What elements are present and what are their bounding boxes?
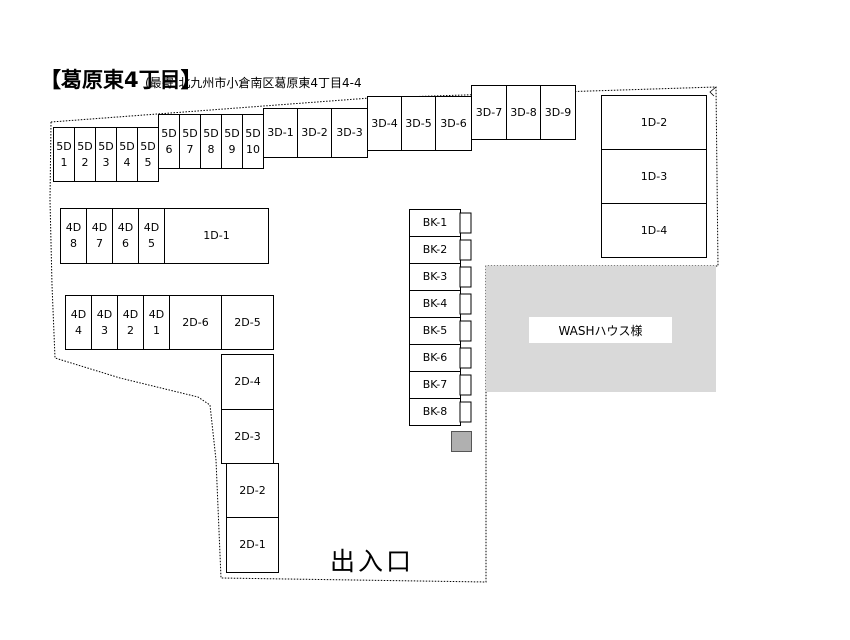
unit-3d-7[interactable]: 3D-7 xyxy=(471,85,507,140)
equipment-box xyxy=(451,431,472,452)
unit-1d-1[interactable]: 1D-1 xyxy=(164,208,269,264)
unit-label-line1: 5D xyxy=(98,139,114,153)
unit-label-line1: 4D xyxy=(148,307,165,321)
unit-label: 2D-6 xyxy=(182,315,209,329)
unit-3d-4[interactable]: 3D-4 xyxy=(367,96,402,151)
unit-label: 3D-1 xyxy=(267,126,294,139)
unit-label-line2: 8 xyxy=(70,237,77,250)
unit-label-line1: 4D xyxy=(143,221,160,234)
unit-label: BK-6 xyxy=(422,351,448,364)
unit-label: 2D-1 xyxy=(239,538,266,551)
unit-3d-9[interactable]: 3D-9 xyxy=(540,85,576,140)
unit-label: 1D-1 xyxy=(203,229,230,242)
unit-label-line2: 2 xyxy=(127,323,134,337)
page-title: 【葛原東4丁目】 xyxy=(40,68,202,92)
unit-bk-2[interactable]: BK-2 xyxy=(409,236,461,264)
unit-label-line2: 2 xyxy=(81,155,89,169)
unit-label: BK-2 xyxy=(422,243,448,256)
unit-label-line1: 5D xyxy=(245,126,261,140)
unit-label: BK-7 xyxy=(422,378,448,391)
unit-label-line2: 5 xyxy=(148,237,155,250)
unit-label: 3D-5 xyxy=(405,116,432,130)
unit-label-line1: 4D xyxy=(65,221,82,234)
unit-label: 3D-6 xyxy=(440,116,467,130)
unit-label-line2: 6 xyxy=(122,237,129,250)
unit-label-line1: 4D xyxy=(96,307,113,321)
unit-3d-2[interactable]: 3D-2 xyxy=(297,108,332,158)
unit-label-line1: 5D xyxy=(140,139,156,153)
unit-label-line1: 5D xyxy=(161,126,177,140)
unit-1d-4[interactable]: 1D-4 xyxy=(601,203,707,258)
unit-label: BK-3 xyxy=(422,270,448,283)
unit-label: 3D-8 xyxy=(510,105,537,119)
unit-label-line2: 9 xyxy=(228,142,236,156)
unit-bk-5[interactable]: BK-5 xyxy=(409,317,461,345)
unit-3d-5[interactable]: 3D-5 xyxy=(401,96,436,151)
unit-label-line1: 5D xyxy=(77,139,93,153)
unit-label-line2: 1 xyxy=(153,323,160,337)
unit-2d-1[interactable]: 2D-1 xyxy=(226,517,279,573)
unit-label-line1: 5D xyxy=(203,126,219,140)
unit-label-line2: 5 xyxy=(144,155,152,169)
unit-label: 2D-5 xyxy=(234,315,261,329)
unit-3d-3[interactable]: 3D-3 xyxy=(331,108,368,158)
unit-label: BK-8 xyxy=(422,405,448,418)
unit-bk-1[interactable]: BK-1 xyxy=(409,209,461,237)
unit-label: 2D-4 xyxy=(234,375,261,388)
unit-label-line1: 5D xyxy=(119,139,135,153)
unit-label-line1: 5D xyxy=(224,126,240,140)
unit-label-line1: 4D xyxy=(91,221,108,234)
unit-label-line1: 4D xyxy=(70,307,87,321)
unit-bk-4[interactable]: BK-4 xyxy=(409,290,461,318)
unit-label: 2D-2 xyxy=(239,483,266,497)
unit-bk-6[interactable]: BK-6 xyxy=(409,344,461,372)
unit-label-line2: 8 xyxy=(207,142,215,156)
unit-label: BK-1 xyxy=(422,216,448,229)
unit-label: 1D-4 xyxy=(640,223,668,237)
entrance-label: 出入口 xyxy=(330,547,415,576)
unit-label-line1: 4D xyxy=(117,221,134,234)
unit-label: BK-5 xyxy=(422,324,448,337)
unit-label: 1D-2 xyxy=(640,115,668,129)
unit-label: 3D-3 xyxy=(336,126,363,139)
wash-house-label: WASHハウス様 xyxy=(529,317,672,343)
unit-label-line2: 10 xyxy=(246,142,260,156)
unit-label-line2: 3 xyxy=(101,323,108,337)
unit-label-line1: 5D xyxy=(56,139,72,153)
unit-label-line2: 4 xyxy=(123,155,131,169)
unit-label-line2: 6 xyxy=(165,142,173,156)
unit-label: 2D-3 xyxy=(234,429,261,443)
unit-label: 3D-9 xyxy=(544,105,572,119)
unit-label: 3D-7 xyxy=(475,105,503,119)
unit-label: BK-4 xyxy=(422,297,448,310)
unit-label: 3D-2 xyxy=(301,126,328,139)
unit-label: 3D-4 xyxy=(371,116,398,130)
unit-bk-8[interactable]: BK-8 xyxy=(409,398,461,426)
unit-label-line2: 7 xyxy=(96,237,103,250)
unit-label-line1: 5D xyxy=(182,126,198,140)
unit-2d-3[interactable]: 2D-3 xyxy=(221,409,274,464)
unit-2d-4[interactable]: 2D-4 xyxy=(221,354,274,410)
unit-2d-2[interactable]: 2D-2 xyxy=(226,463,279,518)
unit-label-line2: 3 xyxy=(102,155,110,169)
unit-2d-5[interactable]: 2D-5 xyxy=(221,295,274,350)
unit-label: 1D-3 xyxy=(640,169,668,183)
unit-label-line2: 7 xyxy=(186,142,194,156)
unit-label-line2: 1 xyxy=(60,155,68,169)
address-text: (最寄)北九州市小倉南区葛原東4丁目4-4 xyxy=(145,76,362,90)
unit-3d-6[interactable]: 3D-6 xyxy=(435,96,472,151)
unit-label-line1: 4D xyxy=(122,307,139,321)
unit-label-line2: 4 xyxy=(75,323,82,337)
